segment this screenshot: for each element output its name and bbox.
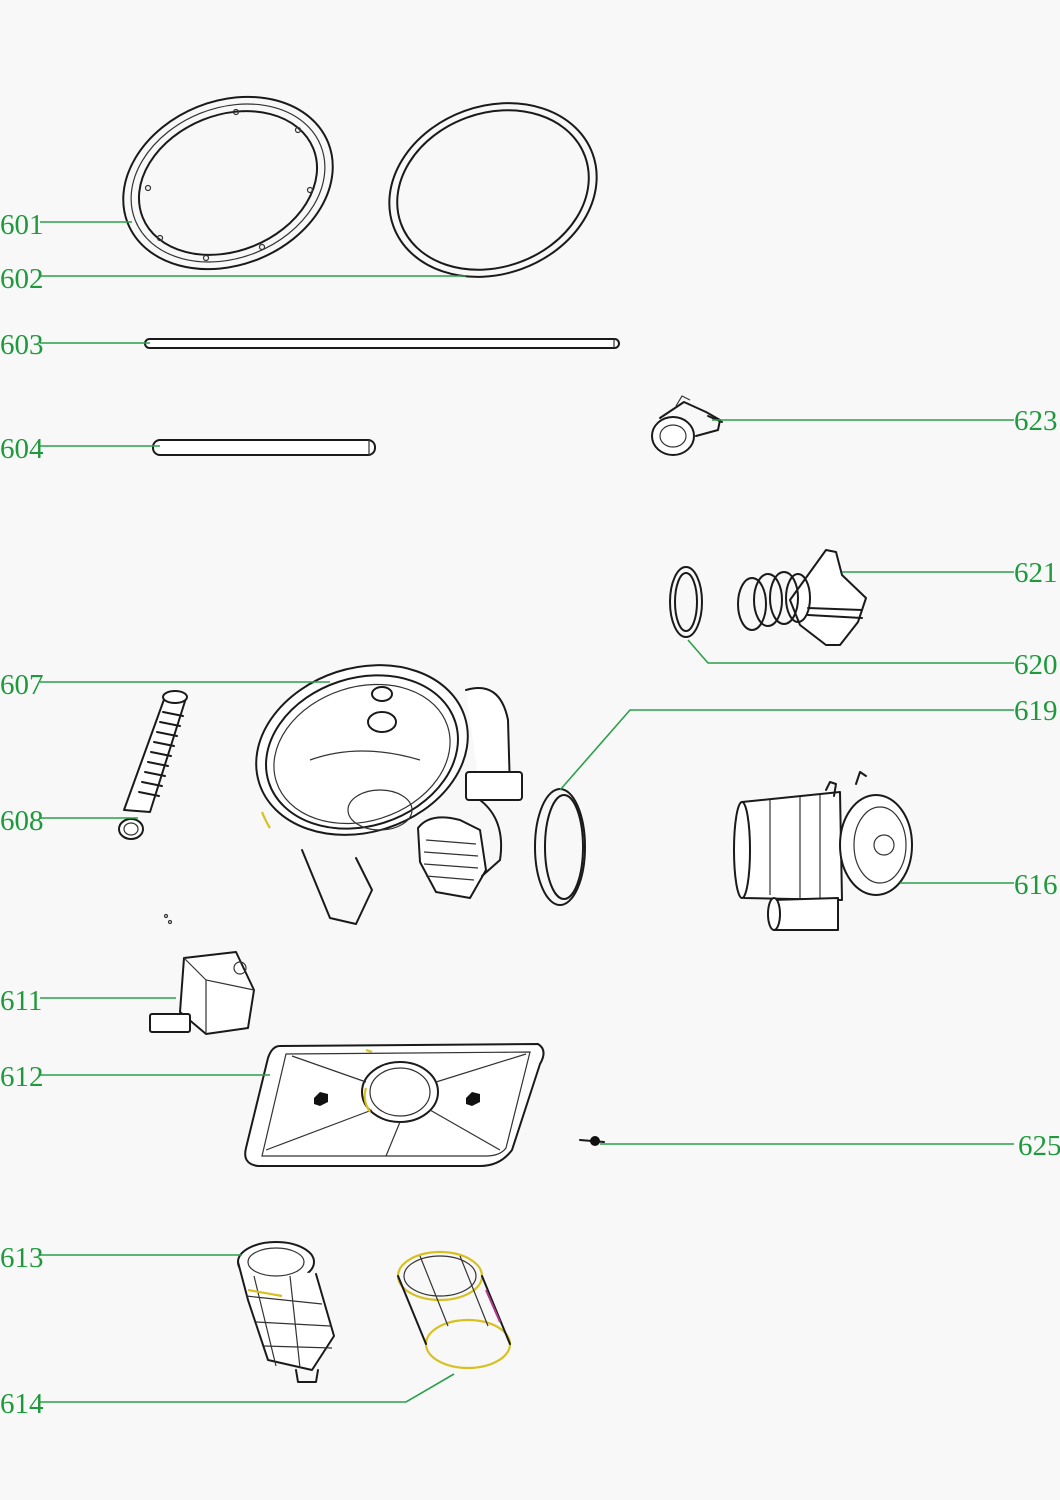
callout-604: 604 xyxy=(0,433,44,465)
part-621-heater xyxy=(737,549,867,646)
callout-607: 607 xyxy=(0,669,44,701)
callout-612: 612 xyxy=(0,1061,44,1093)
leader-614 xyxy=(40,1373,455,1403)
part-603-long-tube xyxy=(144,338,620,349)
part-614-micro-filter xyxy=(396,1250,512,1370)
part-616-pump-motor xyxy=(733,771,913,931)
part-602-gasket xyxy=(388,102,598,278)
callout-620: 620 xyxy=(1014,649,1058,681)
callout-621: 621 xyxy=(1014,557,1058,589)
part-619-seal-band xyxy=(534,788,586,906)
leader-lines xyxy=(40,221,1014,1403)
callout-613: 613 xyxy=(0,1242,44,1274)
part-604-short-tube xyxy=(152,439,376,456)
callout-623: 623 xyxy=(1014,405,1058,437)
callout-603: 603 xyxy=(0,329,44,361)
part-620-o-ring xyxy=(669,566,703,638)
part-611-diverter xyxy=(149,913,255,1035)
callout-616: 616 xyxy=(1014,869,1058,901)
leader-619 xyxy=(559,709,1014,791)
part-623-fitting xyxy=(651,395,723,456)
callout-625: 625 xyxy=(1018,1130,1060,1162)
part-625-screw xyxy=(579,1136,605,1146)
callout-608: 608 xyxy=(0,805,44,837)
part-601-ring-flange xyxy=(122,95,334,271)
part-613-coarse-filter xyxy=(237,1241,335,1383)
callout-614: 614 xyxy=(0,1388,44,1420)
callout-602: 602 xyxy=(0,263,44,295)
callout-611: 611 xyxy=(0,985,42,1017)
callout-601: 601 xyxy=(0,209,44,241)
part-608-hose xyxy=(118,690,188,840)
callout-619: 619 xyxy=(1014,695,1058,727)
leader-620 xyxy=(687,639,1014,664)
part-612-filter-tray xyxy=(244,1043,545,1167)
callout-labels: 601 602 603 604 607 608 611 612 613 614 … xyxy=(0,209,1060,1420)
part-607-sump-housing xyxy=(255,664,523,925)
